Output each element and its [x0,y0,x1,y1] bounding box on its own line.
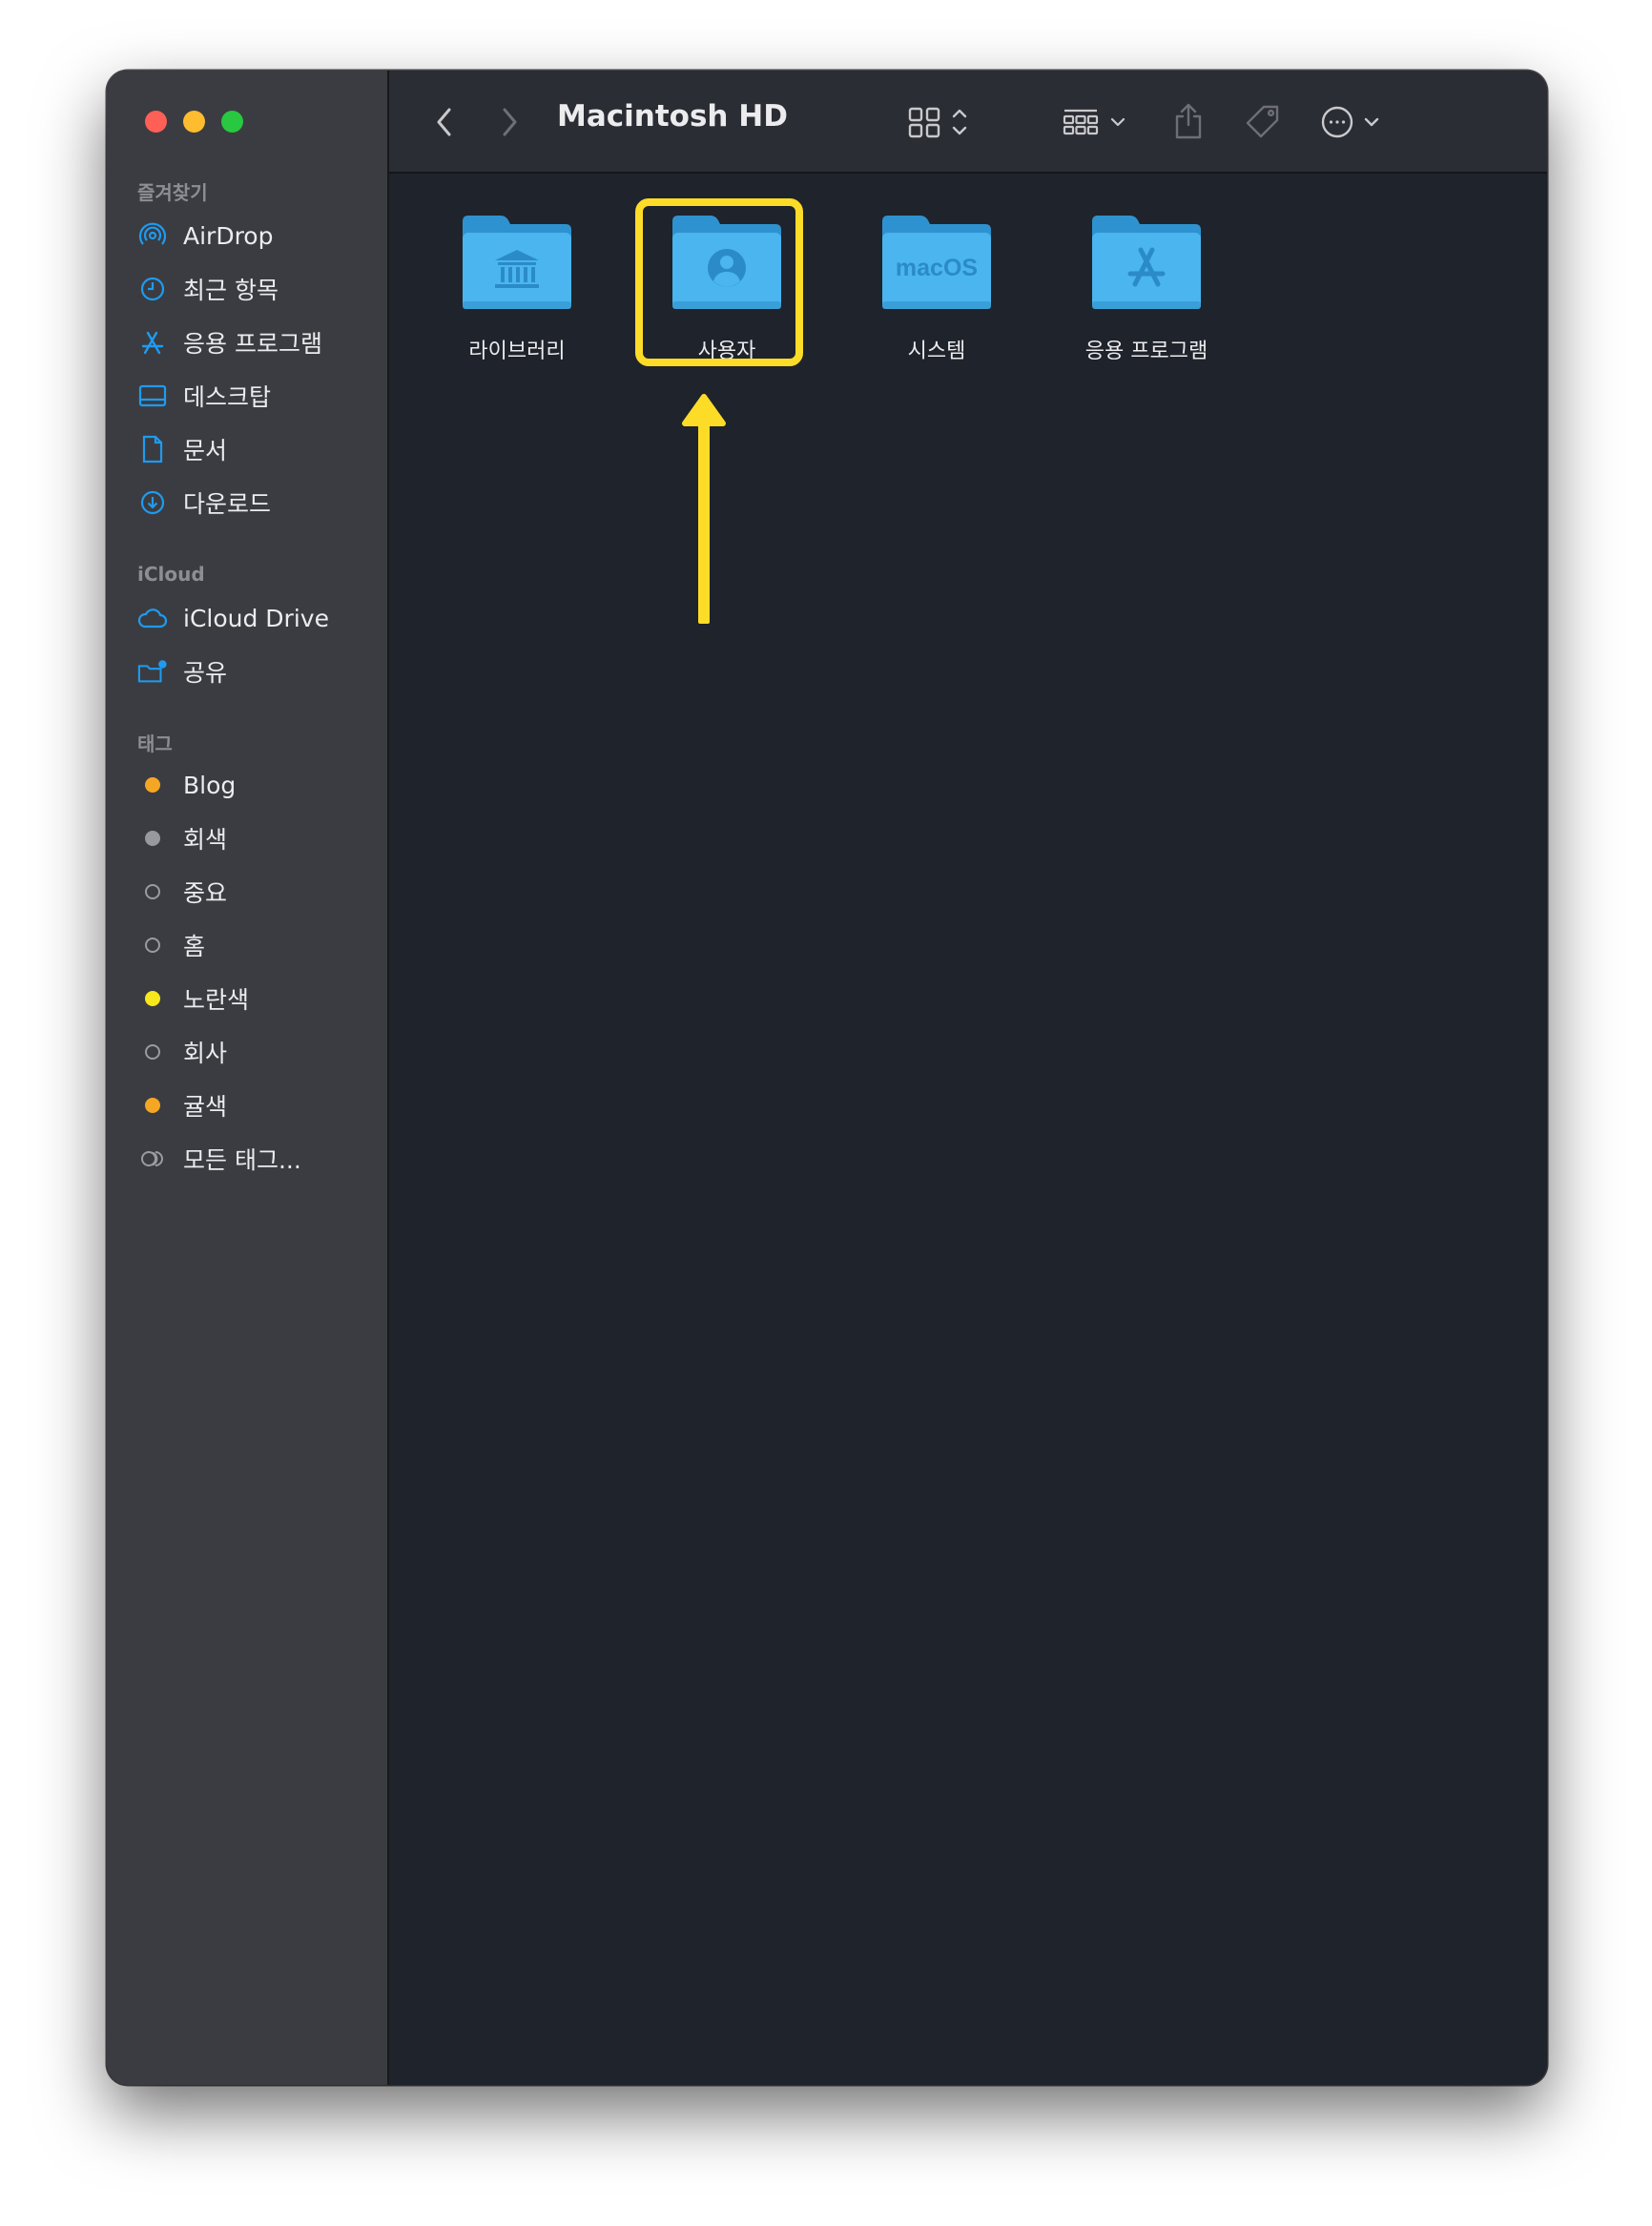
macos-badge-text: macOS [896,255,978,281]
users-folder-icon [672,216,781,309]
tag-color-dot [145,884,160,899]
sidebar-item-documents[interactable]: 문서 [137,429,376,469]
app-store-icon [137,327,168,358]
folder-name: 응용 프로그램 [1084,340,1208,363]
close-window-button[interactable] [145,111,167,133]
sidebar-item-desktop[interactable]: 데스크탑 [137,376,376,416]
sidebar-item-label: 귤색 [183,1093,228,1121]
sidebar-item-label: 홈 [183,933,206,960]
icon-grid-view-icon [908,107,967,138]
forward-button[interactable] [490,103,528,141]
sidebar: 즐겨찾기 AirDrop 최근 항목 [107,71,389,2085]
favorites-section-label: 즐겨찾기 [137,181,208,204]
sidebar-item-label: AirDrop [183,221,274,250]
tag-color-dot [145,777,160,793]
airdrop-icon [137,220,168,251]
sidebar-tag-yellow[interactable]: 노란색 [137,979,376,1019]
cloud-icon [137,603,168,633]
chevron-left-icon [437,108,451,136]
sidebar-tag-home[interactable]: 홈 [137,925,376,965]
sidebar-item-label: 회사 [183,1040,228,1067]
share-icon [1175,103,1202,139]
sidebar-tag-orange[interactable]: 귤색 [137,1085,376,1125]
clock-icon [137,274,168,304]
back-button[interactable] [425,103,464,141]
sidebar-item-label: 데스크탑 [183,383,272,411]
sidebar-item-recents[interactable]: 최근 항목 [137,269,376,309]
more-actions-button[interactable] [1318,101,1391,143]
sidebar-item-label: 모든 태그... [183,1146,301,1174]
zoom-window-button[interactable] [221,111,243,133]
tag-color-dot [145,1098,160,1113]
group-button[interactable] [1061,101,1133,143]
minimize-window-button[interactable] [183,111,205,133]
folder-item-system[interactable]: macOS 시스템 [841,212,1032,364]
sidebar-item-icloud-drive[interactable]: iCloud Drive [137,598,376,638]
sidebar-tag-all-tags[interactable]: 모든 태그... [137,1139,376,1179]
tag-color-dot [145,991,160,1006]
sidebar-item-airdrop[interactable]: AirDrop [137,216,376,256]
tag-icon [1246,105,1279,138]
tag-button[interactable] [1242,101,1284,143]
sidebar-item-label: 문서 [183,437,228,464]
sidebar-item-downloads[interactable]: 다운로드 [137,483,376,523]
sidebar-item-label: Blog [183,771,237,799]
sidebar-item-applications[interactable]: 응용 프로그램 [137,322,376,362]
ellipsis-circle-icon [1321,106,1379,138]
all-tags-icon [137,1144,168,1174]
highlight-box [635,198,803,366]
share-button[interactable] [1169,99,1208,143]
tag-color-dot [145,831,160,846]
library-folder-icon [463,216,571,309]
sidebar-item-shared[interactable]: 공유 [137,651,376,691]
annotation-arrow-icon [682,394,726,624]
folder-name: 시스템 [907,340,966,363]
sidebar-item-label: 회색 [183,826,228,854]
sidebar-tag-blog[interactable]: Blog [137,765,376,805]
shared-folder-icon [137,656,168,687]
sidebar-item-label: 응용 프로그램 [183,330,322,358]
sidebar-item-label: 중요 [183,879,228,907]
folder-item-library[interactable]: 라이브러리 [422,212,612,364]
chevron-right-icon [503,108,517,136]
group-view-icon [1063,109,1125,135]
icloud-section-label: iCloud [137,563,205,586]
macos-folder-icon: macOS [882,216,991,309]
folder-item-applications[interactable]: 응용 프로그램 [1051,212,1242,364]
window-title: Macintosh HD [557,99,788,134]
sidebar-item-label: 최근 항목 [183,277,279,304]
view-mode-button[interactable] [906,101,975,143]
applications-folder-icon [1092,216,1201,309]
folder-name: 라이브러리 [468,340,566,363]
tag-color-dot [145,938,160,953]
sidebar-item-label: 노란색 [183,986,250,1014]
finder-window: 즐겨찾기 AirDrop 최근 항목 [107,71,1547,2085]
desktop-icon [137,381,168,411]
sidebar-tag-gray[interactable]: 회색 [137,818,376,858]
document-icon [137,434,168,464]
sidebar-tag-work[interactable]: 회사 [137,1032,376,1072]
file-browser-content: 라이브러리 사용자 macOS 시스템 [389,174,1547,2085]
tag-color-dot [145,1044,160,1060]
sidebar-item-label: 다운로드 [183,490,272,518]
tags-section-label: 태그 [137,732,173,755]
sidebar-item-label: iCloud Drive [183,604,329,632]
toolbar: Macintosh HD [389,71,1547,174]
download-icon [137,487,168,518]
sidebar-tag-important[interactable]: 중요 [137,872,376,912]
sidebar-item-label: 공유 [183,659,228,687]
